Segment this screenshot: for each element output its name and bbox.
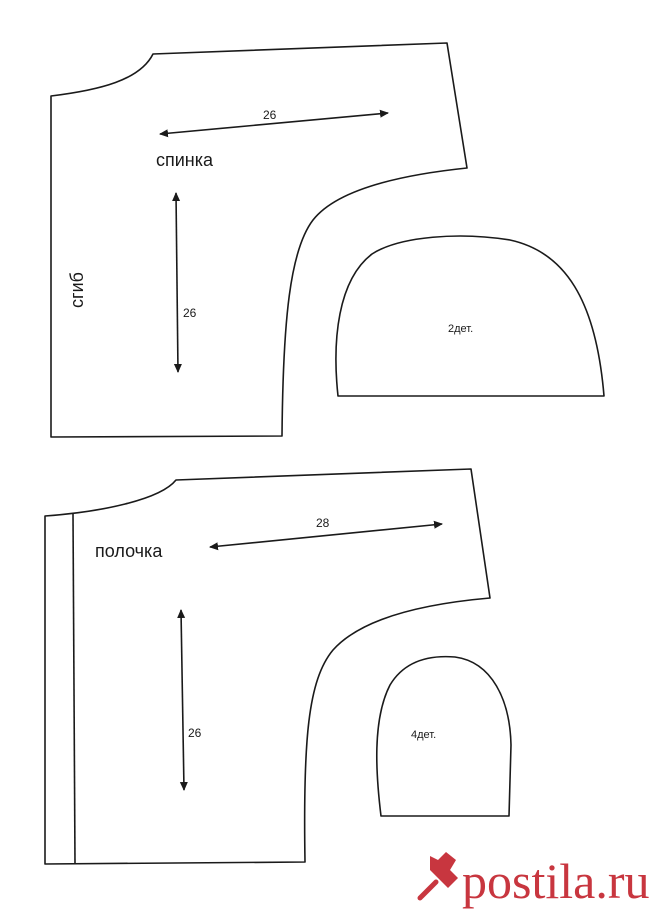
- back-width-arrow: [159, 109, 389, 138]
- back-piece-label: спинка: [156, 150, 214, 170]
- back-length-label: 26: [183, 306, 197, 320]
- pin-icon: [417, 852, 458, 901]
- fold-label: сгиб: [67, 272, 87, 308]
- watermark-text: postila.ru: [462, 853, 649, 909]
- front-length-label: 26: [188, 726, 202, 740]
- front-sleeve-outline: [375, 655, 512, 817]
- front-sleeve-count-label: 4дет.: [411, 729, 436, 741]
- front-width-label: 28: [316, 516, 330, 530]
- front-piece-label: полочка: [95, 541, 163, 561]
- postila-watermark: postila.ru: [417, 852, 649, 909]
- front-length-arrow: [177, 609, 188, 791]
- back-sleeve-count-label: 2дет.: [448, 323, 473, 335]
- back-sleeve-outline: [335, 235, 605, 397]
- front-piece: 28 26 полочка: [44, 468, 491, 865]
- back-sleeve-piece: 2дет.: [335, 235, 605, 397]
- back-length-arrow: [172, 192, 182, 373]
- back-piece-outline: [50, 42, 468, 438]
- back-piece: 26 26 спинка сгиб: [50, 42, 468, 438]
- front-placket-line: [72, 513, 76, 865]
- front-width-arrow: [209, 520, 443, 551]
- front-sleeve-piece: 4дет.: [375, 655, 512, 817]
- back-width-label: 26: [263, 108, 277, 122]
- front-piece-outline: [44, 468, 491, 865]
